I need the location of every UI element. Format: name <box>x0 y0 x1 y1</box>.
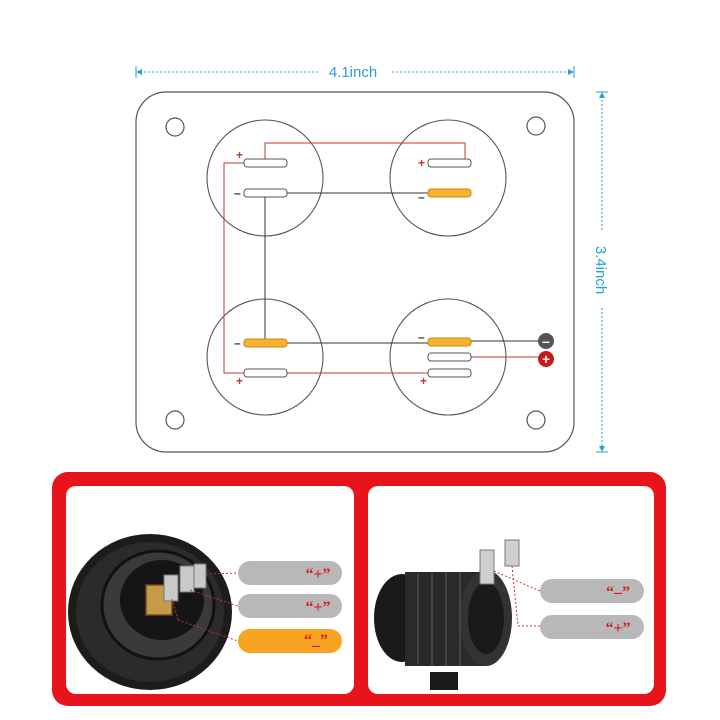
tab-br-negative <box>427 337 472 347</box>
sign-br-minus: – <box>418 330 425 344</box>
mounting-hole-top-right <box>526 116 546 136</box>
socket-front-illustration <box>68 534 239 690</box>
tab-tr-positive <box>427 158 472 168</box>
mounting-hole-bottom-left <box>165 410 185 430</box>
callout-label-left-3: “_” <box>304 632 328 649</box>
callout-pill-right-2 <box>540 615 644 639</box>
tab-br-positive-2 <box>427 368 472 378</box>
tab-tl-negative <box>243 188 288 198</box>
tab-bl-positive <box>243 368 288 378</box>
sign-br-plus: + <box>420 374 427 388</box>
sign-tl-minus: – <box>234 186 241 200</box>
negative-wires <box>264 192 538 344</box>
socket-top-right <box>389 119 507 237</box>
callout-label-right-1: “–” <box>606 584 630 601</box>
width-dimension: 4.1inch <box>135 62 575 82</box>
width-label: 4.1inch <box>329 64 377 81</box>
mounting-hole-bottom-right <box>526 410 546 430</box>
tab-br-positive-1 <box>427 352 472 362</box>
sign-tl-plus: + <box>236 148 243 162</box>
callout-pill-right-1 <box>540 579 644 603</box>
callout-pill-left-2 <box>238 594 342 618</box>
mounting-hole-top-left <box>165 117 185 137</box>
sign-bl-minus: – <box>234 336 241 350</box>
panel-outline <box>135 91 575 453</box>
negative-terminal-label: – <box>542 333 550 349</box>
sign-bl-plus: + <box>236 374 243 388</box>
callout-pill-left-1 <box>238 561 342 585</box>
positive-terminal <box>538 351 554 367</box>
callout-pill-left-3 <box>238 629 342 653</box>
callout-label-right-2: “+” <box>605 620 630 637</box>
height-label: 3.4inch <box>592 246 609 294</box>
positive-terminal-label: + <box>542 351 550 367</box>
negative-terminal <box>538 333 554 349</box>
callout-label-left-2: “+” <box>305 599 330 616</box>
sign-tr-plus: + <box>418 156 425 170</box>
tab-tr-negative <box>427 188 472 198</box>
height-dimension: 3.4inch <box>592 91 612 453</box>
tab-tl-positive <box>243 158 288 168</box>
callout-label-left-1: “+” <box>305 566 330 583</box>
positive-wires <box>223 142 538 374</box>
sign-tr-minus: – <box>418 190 425 204</box>
socket-side-illustration <box>374 539 541 690</box>
tab-bl-negative <box>243 338 288 348</box>
